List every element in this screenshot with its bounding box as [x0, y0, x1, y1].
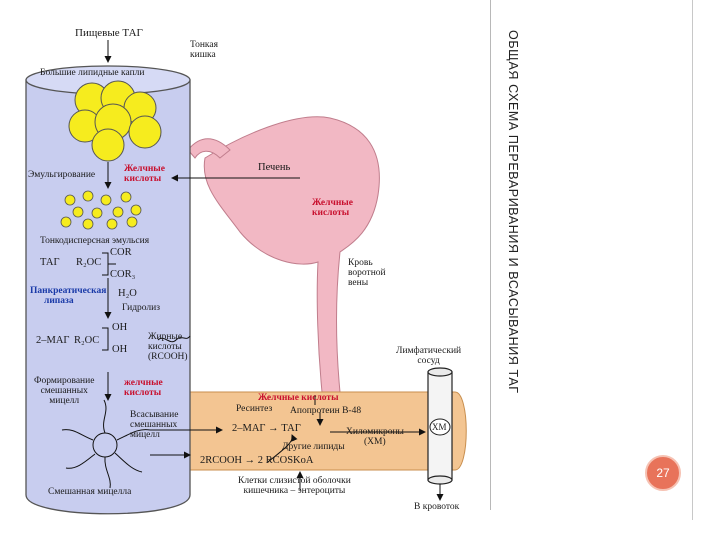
enterocyte-band: [189, 391, 467, 471]
pancreatic-lipase-label: Панкреатическая липаза: [30, 286, 107, 306]
apoprotein-label: Апопротеин В-48: [290, 406, 362, 416]
small-intestine-label: Тонкая кишка: [190, 40, 218, 60]
chylomicrons-label: Хиломикроны (ХМ): [346, 427, 404, 447]
fine-dispersion-label: Тонкодисперсная эмульсия: [40, 236, 150, 246]
other-lipids-label: Другие липиды: [282, 442, 345, 452]
liver-shape: [203, 116, 380, 393]
lymph-vessel-label: Лимфатический сосуд: [396, 346, 462, 366]
mixed-micelle-label: Смешанная мицелла: [48, 487, 132, 497]
rcooh-chain-label: 2RCOOH → 2 RCOSKoA: [200, 455, 314, 466]
title-divider: [490, 0, 491, 510]
fatty-acid-chain: [157, 335, 191, 343]
food-tag-label: Пищевые ТАГ: [75, 27, 143, 39]
hydrolysis-label: Гидролиз: [122, 303, 160, 313]
fatty-acids-label: Жирные кислоты (RCOOH): [148, 332, 188, 362]
bile-acids-label-2: желчные кислоты: [124, 378, 163, 398]
cor3-label: COR₃: [110, 269, 136, 280]
r2oc-label: R₂OC: [76, 257, 102, 268]
large-fat-drops: [68, 80, 162, 162]
liver-label: Печень: [258, 162, 291, 173]
lymph-vessel: [427, 367, 453, 501]
bile-acids-liver-label: Желчные кислоты: [312, 198, 353, 218]
portal-blood-label: Кровь воротной вены: [348, 258, 386, 288]
acyl-coa-arrow: [267, 434, 298, 463]
oh-top-label: OH: [112, 322, 128, 333]
forming-micelles-label: Формирование смешанных мицелл: [34, 376, 95, 406]
large-drops-label: Большие липидные капли: [40, 68, 145, 78]
two-mag-label: 2–МАГ: [36, 335, 70, 346]
slide-title: Общая схема переваривания и всасывания Т…: [506, 30, 520, 394]
mucosa-cells-label: Клетки слизистой оболочки кишечника – эн…: [238, 476, 351, 496]
oh-bottom-label: OH: [112, 344, 128, 355]
right-divider: [692, 0, 693, 520]
xm-label: ХМ: [432, 422, 447, 432]
bile-duct: [187, 138, 231, 159]
resynthesis-label: Ресинтез: [236, 404, 273, 414]
emulsification-label: Эмульгирование: [28, 170, 96, 180]
mixed-micelle: [61, 399, 151, 489]
bile-acids-label-3: Желчные кислоты: [258, 393, 339, 403]
small-fat-droplets: [60, 190, 142, 230]
r2oc-2-label: R₂OC: [74, 335, 100, 346]
page-number-badge: 27: [645, 455, 681, 491]
bile-acids-label-1: Желчные кислоты: [124, 164, 165, 184]
water-label: H₂O: [118, 288, 137, 299]
mag-tag-label: 2–МАГ → ТАГ: [232, 423, 301, 434]
tag-formula: [102, 252, 116, 351]
absorption-label: Всасывание смешанных мицелл: [130, 410, 179, 440]
tag-label: ТАГ: [40, 257, 60, 268]
to-blood-label: В кровоток: [414, 502, 460, 512]
cor1-label: COR: [110, 247, 132, 258]
